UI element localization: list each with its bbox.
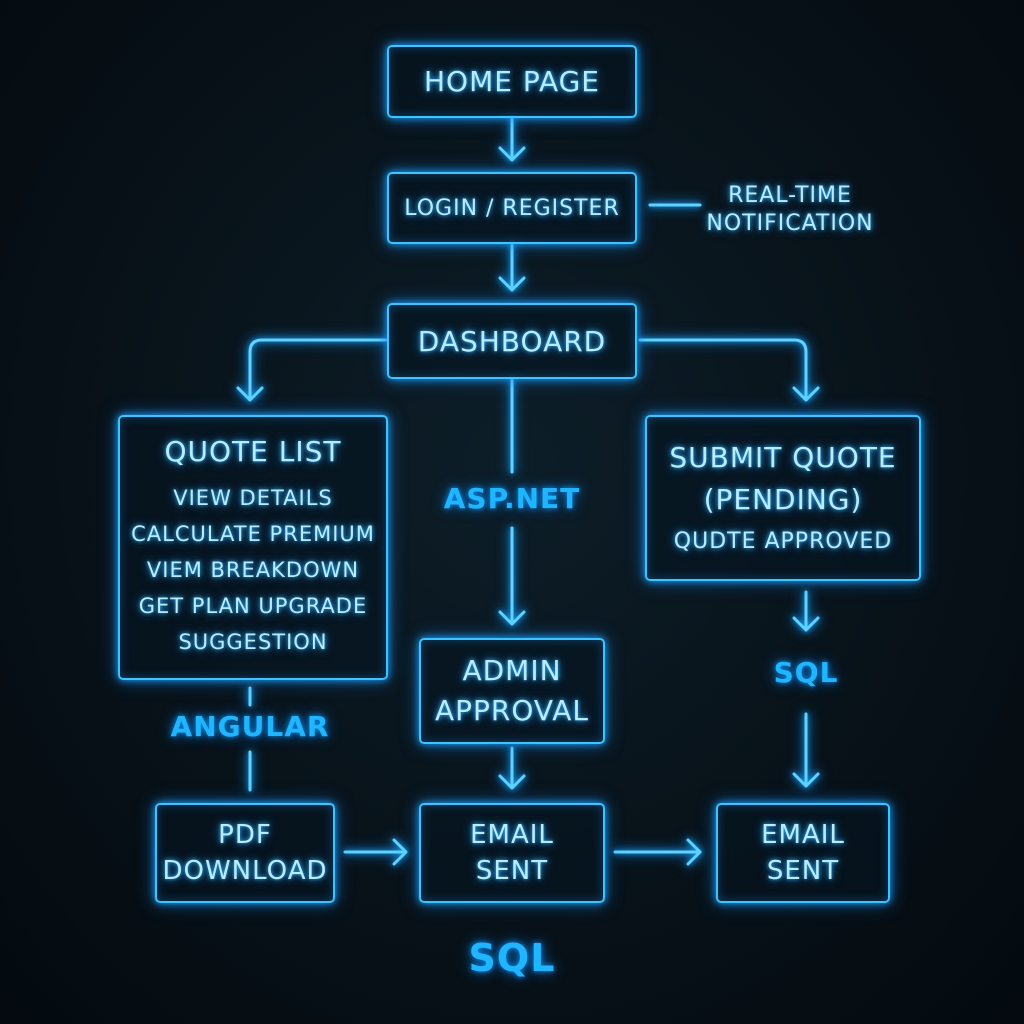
submit-quote-node: SUBMIT QUOTE (PENDING) QUDTE APPROVED xyxy=(645,415,921,581)
quote-list-item: VIEM BREAKDOWN xyxy=(146,558,360,582)
quote-list-item: GET PLAN UPGRADE xyxy=(138,594,368,618)
dashboard-label: DASHBOARD xyxy=(417,324,607,358)
email-sent-right-line-2: SENT xyxy=(766,856,840,886)
real-time-notification-label: REAL-TIME NOTIFICATION xyxy=(690,182,890,238)
quote-list-item: VIEW DETAILS xyxy=(173,486,333,510)
arrow-login-to-dashboard xyxy=(498,242,526,292)
pdf-download-node: PDF DOWNLOAD xyxy=(155,803,335,903)
submit-quote-title-line-1: SUBMIT QUOTE xyxy=(669,441,897,474)
angular-label: ANGULAR xyxy=(170,710,330,743)
arrow-aspnet-to-admin xyxy=(498,526,526,626)
arrow-sql-to-email xyxy=(792,712,820,788)
quote-list-item: SUGGESTION xyxy=(178,630,328,654)
home-page-node: HOME PAGE xyxy=(387,45,637,118)
email-sent-center-node: EMAIL SENT xyxy=(419,803,605,903)
admin-approval-line-1: ADMIN xyxy=(462,654,562,687)
dashboard-node: DASHBOARD xyxy=(387,303,637,379)
arrow-pdf-to-email xyxy=(343,838,408,866)
arrow-home-to-login xyxy=(498,116,526,162)
pdf-download-line-1: PDF xyxy=(218,820,272,850)
email-sent-right-line-1: EMAIL xyxy=(761,820,845,850)
sql-bottom-label: SQL xyxy=(468,936,556,980)
email-sent-center-line-1: EMAIL xyxy=(470,820,554,850)
quote-list-item: CALCULATE PREMIUM xyxy=(131,522,375,546)
quote-list-title: QUOTE LIST xyxy=(164,435,342,468)
login-register-label: LOGIN / REGISTER xyxy=(404,195,620,221)
arrow-dashboard-to-quote-list xyxy=(236,338,388,402)
pdf-download-line-2: DOWNLOAD xyxy=(162,856,328,886)
notification-line-2: NOTIFICATION xyxy=(706,211,874,236)
arrow-email-to-email xyxy=(613,838,702,866)
sql-right-label: SQL xyxy=(773,656,839,689)
home-page-label: HOME PAGE xyxy=(424,65,600,98)
email-sent-center-line-2: SENT xyxy=(475,856,549,886)
arrow-dashboard-to-submit-quote xyxy=(638,338,820,402)
arrow-submit-to-sql xyxy=(792,590,820,632)
notification-line-1: REAL-TIME xyxy=(728,183,852,208)
submit-quote-title-line-2: (PENDING) xyxy=(703,483,863,516)
admin-approval-node: ADMIN APPROVAL xyxy=(419,638,605,744)
aspnet-label: ASP.NET xyxy=(443,482,581,515)
quote-approved-status: QUDTE APPROVED xyxy=(673,529,893,554)
admin-approval-line-2: APPROVAL xyxy=(434,694,590,727)
email-sent-right-node: EMAIL SENT xyxy=(716,803,890,903)
quote-list-node: QUOTE LIST VIEW DETAILS CALCULATE PREMIU… xyxy=(118,415,388,680)
login-register-node: LOGIN / REGISTER xyxy=(387,172,637,244)
arrow-admin-to-email xyxy=(498,746,526,790)
